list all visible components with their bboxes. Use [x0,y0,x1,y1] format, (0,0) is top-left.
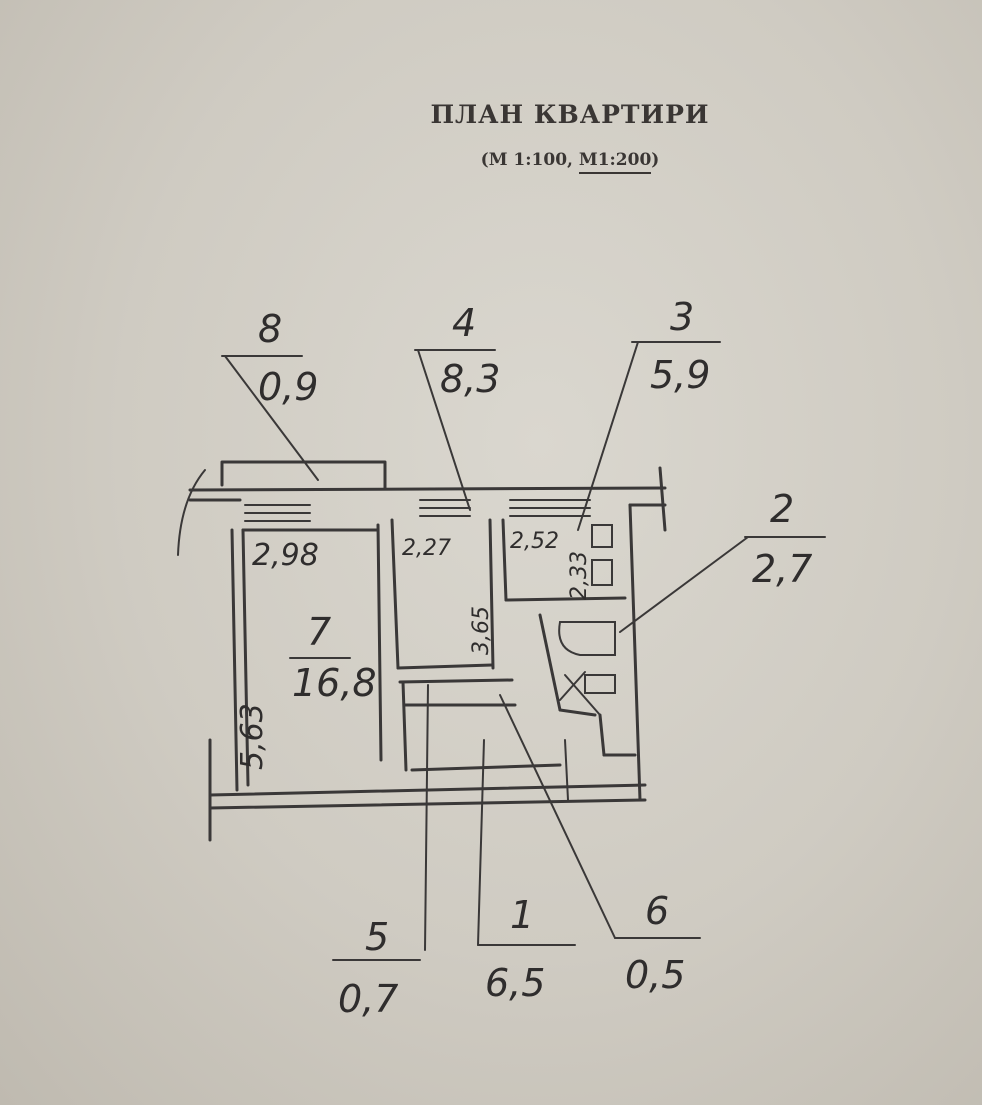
windows [244,499,591,522]
room-7-label: 7 16,8 [292,610,377,705]
room-3-callout: 3 5,9 [650,295,710,397]
room-4-length: 3,65 [469,606,494,655]
room-8-callout: 8 0,9 [258,307,318,409]
room-1-number: 1 [510,893,534,937]
plan-scale: (М 1:100, М1:200) [0,150,982,174]
room-4-width: 2,27 [402,536,451,561]
room-4-callout: 4 8,3 [440,301,500,401]
room-5-number: 5 [365,915,389,959]
scale-underlined: М1:200 [578,150,652,174]
room-8-number: 8 [258,307,282,351]
room-2-number: 2 [770,487,794,531]
room-3-area: 5,9 [650,353,710,397]
room-2-callout: 2 2,7 [752,487,812,591]
scale-prefix: (М 1:100, [480,150,579,170]
room-6-area: 0,5 [625,953,685,997]
interior-walls [376,518,637,801]
room-7-number: 7 [307,610,331,654]
room-7-width: 2,98 [252,538,319,573]
room-6-number: 6 [645,889,669,933]
room-3-length: 2,33 [567,551,592,600]
plan-title: ПЛАН КВАРТИРИ [430,100,710,129]
room-5-callout: 5 0,7 [338,915,398,1021]
room-5-area: 0,7 [338,977,398,1021]
room-3-width: 2,52 [510,529,559,554]
room-4-area: 8,3 [440,357,500,401]
room-6-callout: 6 0,5 [625,889,685,997]
room-3-number: 3 [670,295,694,339]
dimension-labels: 2,98 5,63 2,27 3,65 2,52 2,33 [235,529,592,770]
outer-walls [177,460,667,842]
room-2-area: 2,7 [752,547,812,591]
room-1-area: 6,5 [485,961,545,1005]
room-7-length: 5,63 [235,703,270,770]
scale-suffix: ) [651,150,660,170]
leader-lines [221,341,826,961]
room-8-area: 0,9 [258,365,318,409]
room-7-area: 16,8 [292,661,377,705]
room-4-number: 4 [452,301,476,345]
sanitary-fixtures [558,524,616,716]
room-1-callout: 1 6,5 [485,893,545,1005]
